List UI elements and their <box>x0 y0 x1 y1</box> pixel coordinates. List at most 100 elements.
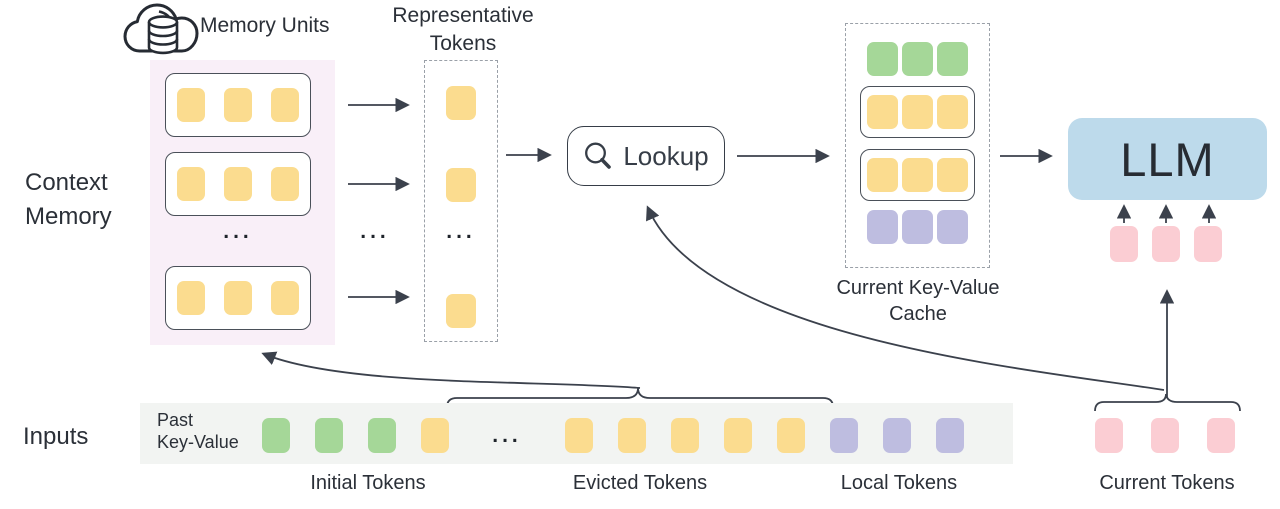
cloud-inner-arc <box>158 10 174 24</box>
yellow-token <box>271 88 299 122</box>
purple-token <box>936 418 964 453</box>
kv-cache-label-line2: Cache <box>889 303 947 325</box>
yellow-token <box>867 95 898 129</box>
context-memory-panel <box>150 60 335 345</box>
green-token <box>867 42 898 76</box>
yellow-token <box>446 86 476 120</box>
representative-label-line2: Tokens <box>429 32 497 55</box>
token-row <box>177 281 299 315</box>
llm-label: LLM <box>1120 132 1215 186</box>
yellow-token <box>937 95 968 129</box>
memory-unit-box <box>860 149 975 201</box>
db-cylinder-ridges <box>147 30 179 46</box>
purple-token <box>902 210 933 244</box>
current-tokens-group <box>1095 418 1235 453</box>
representative-tokens-column: ... <box>424 60 498 328</box>
context-memory-label: Context Memory <box>25 166 112 234</box>
memory-unit-box <box>860 86 975 138</box>
representative-tokens-box <box>424 60 498 342</box>
yellow-token <box>565 418 593 453</box>
yellow-token <box>177 88 205 122</box>
pink-token <box>1207 418 1235 453</box>
llm-input-tokens <box>1110 226 1222 262</box>
memory-unit-row-3 <box>165 266 311 330</box>
pink-token <box>1110 226 1138 262</box>
db-cylinder-top <box>147 15 179 29</box>
representative-tokens-label: Representative Tokens <box>383 2 543 58</box>
memory-panel-ellipsis: ... <box>223 220 253 243</box>
yellow-token <box>671 418 699 453</box>
token-row <box>177 167 299 201</box>
evicted-tokens-label: Evicted Tokens <box>572 472 708 494</box>
token-row <box>1110 226 1222 262</box>
yellow-token <box>618 418 646 453</box>
input-strip-tokens: ... <box>262 418 964 453</box>
yellow-token <box>224 167 252 201</box>
pink-token <box>1095 418 1123 453</box>
green-token <box>902 42 933 76</box>
context-memory-line1: Context <box>25 169 108 196</box>
green-token <box>368 418 396 453</box>
token-row <box>565 418 805 453</box>
llm-box: LLM <box>1068 118 1267 200</box>
yellow-token <box>446 168 476 202</box>
yellow-token <box>446 294 476 328</box>
cloud-outline <box>123 3 199 53</box>
kv-cache-label: Current Key-Value Cache <box>818 275 1018 327</box>
context-memory-line2: Memory <box>25 203 112 230</box>
yellow-token <box>777 418 805 453</box>
cloud-database-icon <box>123 3 199 55</box>
token-row <box>446 86 476 120</box>
search-icon <box>585 142 612 169</box>
yellow-token <box>902 95 933 129</box>
yellow-token <box>177 281 205 315</box>
past-kv-line1: Past <box>157 410 194 430</box>
purple-token <box>830 418 858 453</box>
past-kv-line2: Key-Value <box>157 432 239 452</box>
local-tokens-label: Local Tokens <box>840 472 958 494</box>
memory-unit-row-1 <box>165 73 311 137</box>
token-row <box>867 210 968 244</box>
token-row <box>421 418 449 453</box>
purple-token <box>883 418 911 453</box>
purple-token <box>937 210 968 244</box>
token-row <box>867 42 968 76</box>
inputs-label: Inputs <box>23 423 89 450</box>
token-row <box>830 418 964 453</box>
kv-cache-label-line1: Current Key-Value <box>836 277 1000 299</box>
yellow-token <box>271 167 299 201</box>
pink-token <box>1194 226 1222 262</box>
pink-token <box>1152 226 1180 262</box>
current-tokens-label: Current Tokens <box>1099 472 1235 494</box>
past-kv-label: Past Key-Value <box>157 409 239 453</box>
kv-cache-box <box>845 23 990 268</box>
yellow-token <box>867 158 898 192</box>
token-row <box>446 294 476 328</box>
representative-label-line1: Representative <box>392 4 534 27</box>
yellow-token <box>271 281 299 315</box>
lookup-button: Lookup <box>567 126 725 186</box>
yellow-token <box>177 167 205 201</box>
kv-cache-rows <box>845 23 990 244</box>
purple-token <box>867 210 898 244</box>
ellipsis: ... <box>492 424 522 447</box>
green-token <box>262 418 290 453</box>
pink-token <box>1151 418 1179 453</box>
ellipsis: ... <box>446 220 476 243</box>
lookup-label: Lookup <box>623 140 709 171</box>
between-columns-ellipsis: ... <box>360 220 390 243</box>
curve-evicted-to-memory <box>261 351 641 389</box>
yellow-token <box>224 281 252 315</box>
token-row <box>446 168 476 202</box>
memory-units-label: Memory Units <box>200 14 330 37</box>
yellow-token <box>902 158 933 192</box>
memory-unit-row-2 <box>165 152 311 216</box>
green-token <box>315 418 343 453</box>
brace-current-tokens <box>1094 393 1241 412</box>
token-row <box>262 418 396 453</box>
db-cylinder-body <box>147 22 179 55</box>
initial-tokens-label: Initial Tokens <box>310 472 426 494</box>
token-row <box>177 88 299 122</box>
green-token <box>937 42 968 76</box>
